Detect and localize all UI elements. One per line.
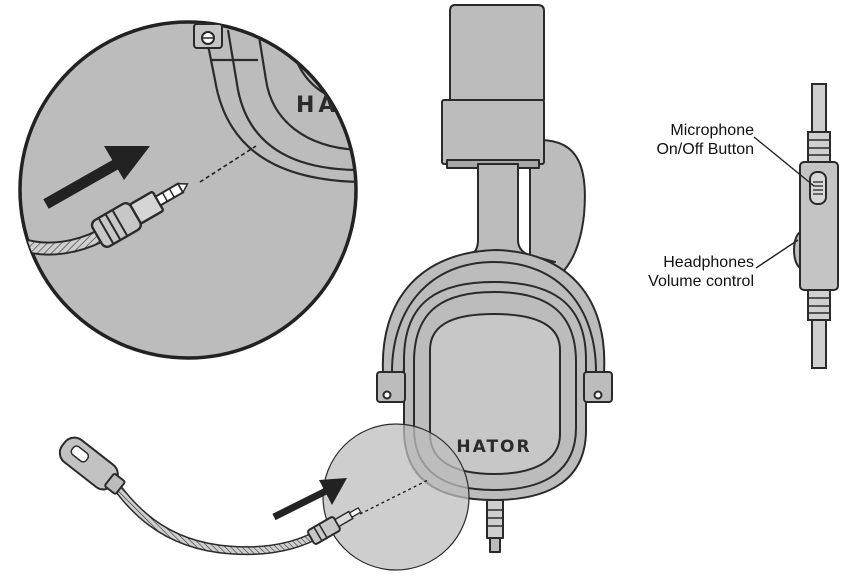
arrow-large <box>43 146 150 209</box>
hinge-right <box>583 371 613 403</box>
arrow-small <box>272 478 347 521</box>
zoom-circle-large: HATOR <box>18 20 400 360</box>
zoom-yoke-line <box>226 29 356 172</box>
mic-label-line2: On/Off Button <box>656 141 754 158</box>
brand-label-zoom: HATOR <box>296 93 400 118</box>
volume-label-line2: Volume control <box>648 273 754 290</box>
cup-cable <box>489 537 501 553</box>
mic-toggle-button <box>809 171 827 205</box>
mic-jack-small <box>307 506 362 545</box>
cup-cable-plug <box>486 499 504 539</box>
volume-label-line1: Headphones <box>663 254 754 271</box>
yoke-inner-line <box>391 261 597 373</box>
mic-capsule <box>58 436 126 495</box>
remote-strain-bottom <box>807 289 831 321</box>
small-insertion-guide <box>359 479 429 515</box>
inline-remote <box>793 83 839 369</box>
volume-control-label: Headphones Volume control <box>648 253 754 291</box>
headset <box>376 4 613 553</box>
mic-boom <box>58 436 362 556</box>
remote-cable-bottom <box>811 319 827 369</box>
hinge-right-screw <box>593 390 603 400</box>
mic-label-line1: Microphone <box>670 122 754 139</box>
slider-arm <box>451 163 556 263</box>
brand-label-cup: HATOR <box>456 437 531 457</box>
remote-cable-top <box>811 83 827 133</box>
volume-leader-line <box>755 239 799 269</box>
headband-block <box>441 99 545 165</box>
hinge-left <box>376 371 406 403</box>
volume-wheel <box>793 229 801 271</box>
zoom-yoke-outer <box>203 29 356 184</box>
zoom-cup-rim <box>256 29 356 152</box>
zoom-circle-small <box>322 423 470 571</box>
hinge-left-screw <box>382 390 392 400</box>
headband-pad <box>449 4 545 101</box>
mic-jack-large <box>90 182 189 248</box>
remote-strain-top <box>807 131 831 163</box>
mic-leader-line <box>753 136 815 187</box>
mic-button-label: Microphone On/Off Button <box>656 121 754 159</box>
